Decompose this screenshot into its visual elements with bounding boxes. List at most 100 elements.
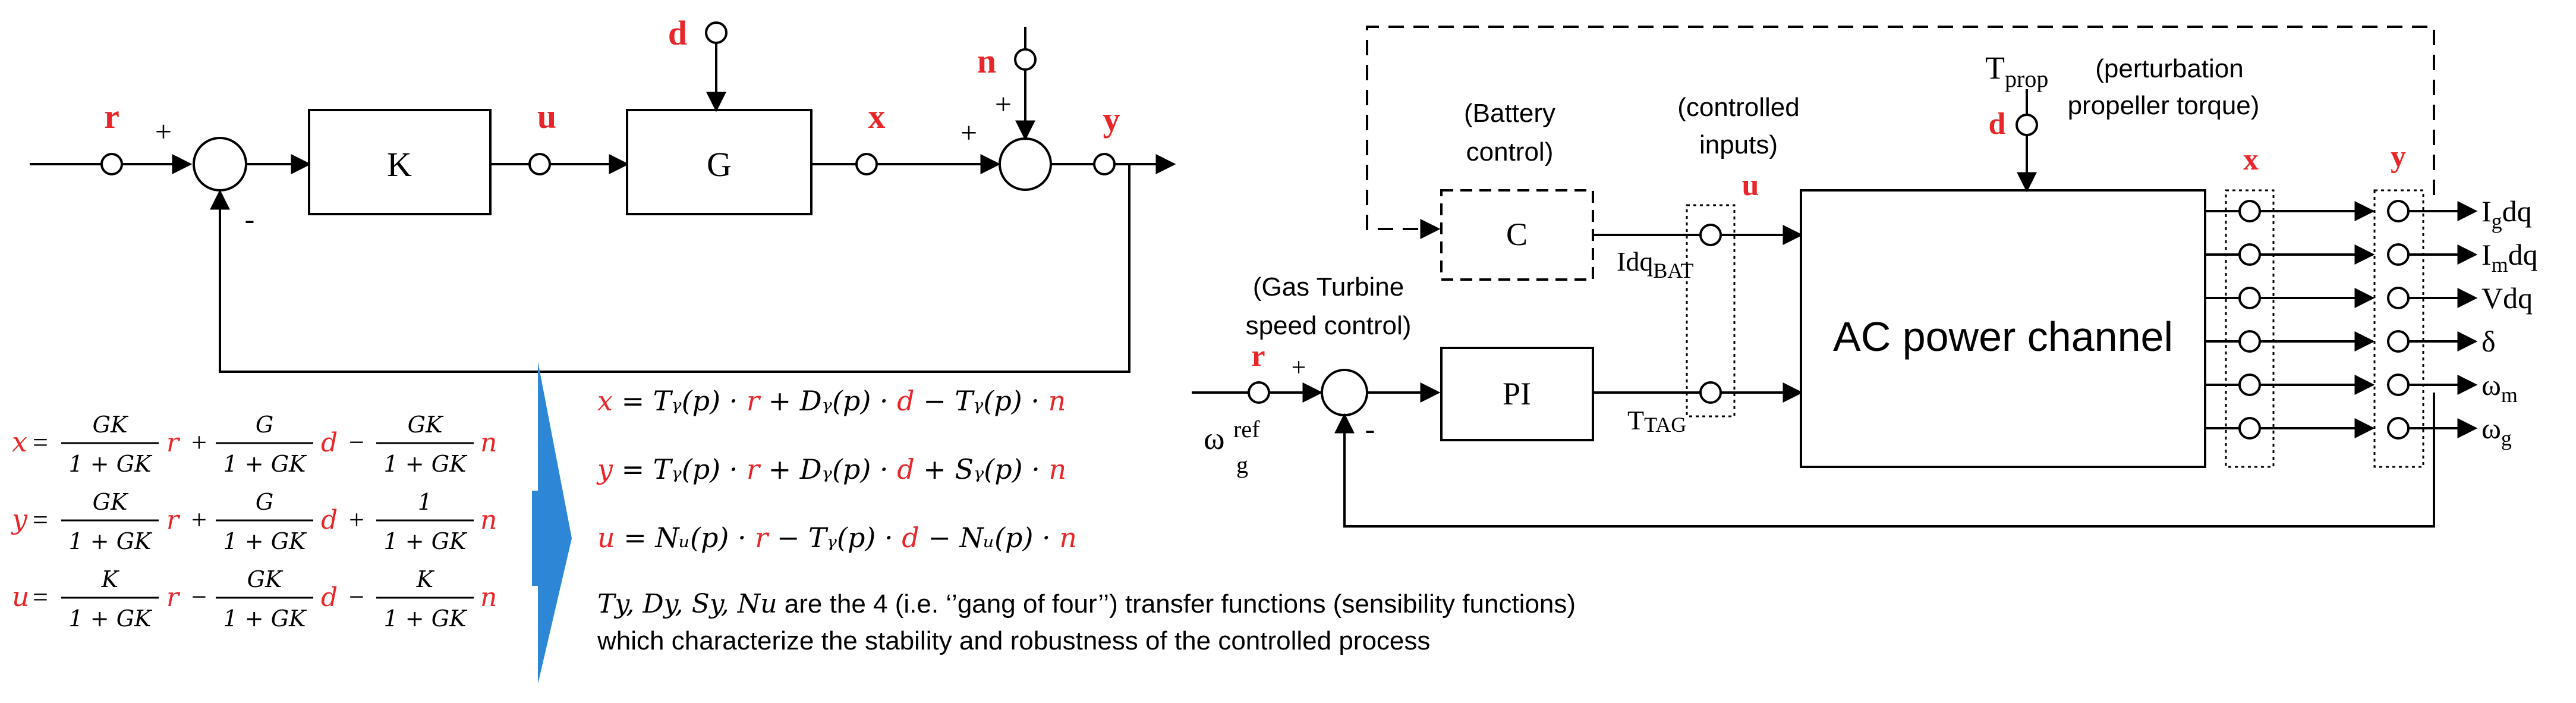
gang-equation-part: = Nᵤ(p) · xyxy=(615,522,755,554)
gang-equation-part: − Tᵧ(p) · xyxy=(768,522,902,554)
idq-main: Idq xyxy=(1617,246,1653,277)
output-label: Imdq xyxy=(2481,238,2538,277)
gang-note-symbols: Ty, Dy, Sy, Nu xyxy=(597,589,777,619)
summing-junction-2 xyxy=(999,137,1052,191)
tprop-t: T xyxy=(1985,50,2005,86)
output-label: ωg xyxy=(2481,412,2512,450)
gang-equation-part: + Sᵧ(p) · xyxy=(915,453,1049,485)
y-outputs-box xyxy=(2373,189,2424,468)
sum1-minus-sign: - xyxy=(245,202,255,236)
speed-feedback-path xyxy=(1334,393,2435,528)
output-row: ωm xyxy=(2205,368,2518,407)
gang-equation-part: r xyxy=(747,453,761,485)
equation-operator: + xyxy=(191,504,207,535)
output-label: Vdq xyxy=(2481,281,2533,315)
gang-equation-part: d xyxy=(902,522,919,554)
gang-equation: x = Tᵧ(p) · r + Dᵧ(p) · d − Tᵧ(p) · n xyxy=(597,385,1066,417)
gang-equation-var: y xyxy=(596,453,613,485)
tprop-desc-2: propeller torque) xyxy=(2068,91,2260,120)
equation-signal: r xyxy=(166,428,181,458)
gas-label-2: speed control) xyxy=(1246,311,1412,340)
gas-label-1: (Gas Turbine xyxy=(1253,272,1404,302)
gang-equation-part: r xyxy=(755,522,770,554)
controlled-label-2: inputs) xyxy=(1699,130,1778,159)
block-c-label: C xyxy=(1506,216,1528,252)
ref-sub: g xyxy=(1236,451,1248,478)
gang-equation-part: r xyxy=(747,385,761,417)
state-node-x xyxy=(2238,200,2261,222)
implication-arrow xyxy=(532,362,572,684)
block-ac-power-channel xyxy=(1800,189,2206,468)
fraction-numerator: GK xyxy=(408,412,444,438)
gang-of-four-equations: x = Tᵧ(p) · r + Dᵧ(p) · d − Tᵧ(p) · n y =… xyxy=(596,385,1077,554)
output-label-main: ω xyxy=(2481,368,2501,401)
fraction-numerator: K xyxy=(416,566,435,592)
battery-label-1: (Battery xyxy=(1464,99,1555,128)
fraction-numerator: G xyxy=(256,489,273,515)
output-node-y xyxy=(2387,330,2410,353)
block-k-label: K xyxy=(387,145,412,184)
equation-signal: n xyxy=(480,505,497,535)
ttag-label: TTAG xyxy=(1627,405,1686,437)
output-label-main: I xyxy=(2481,194,2492,228)
signal-node-r xyxy=(100,153,123,175)
sum3-plus-sign: + xyxy=(1292,353,1306,382)
equation-equals: = xyxy=(33,427,48,457)
equation-lhs-var: u xyxy=(12,580,30,613)
output-label: ωm xyxy=(2481,368,2518,407)
output-label: δ xyxy=(2481,325,2496,358)
sum2-plus-left-sign: + xyxy=(961,116,977,149)
node-u-idq xyxy=(1699,224,1722,246)
fraction-numerator: K xyxy=(101,566,120,592)
gang-equation-part: − Tᵧ(p) · xyxy=(915,385,1048,417)
gang-equation: y = Tᵧ(p) · r + Dᵧ(p) · d + Sᵧ(p) · n xyxy=(596,453,1066,485)
label-x: x xyxy=(868,97,886,136)
fraction-numerator: G xyxy=(256,412,273,438)
output-label-main: Vdq xyxy=(2481,281,2533,315)
state-node-x xyxy=(2238,374,2261,396)
gang-note-text: are the 4 (i.e. ‘’gang of four’’) transf… xyxy=(777,589,1576,619)
fraction-numerator: GK xyxy=(93,489,129,515)
output-label-tail: dq xyxy=(2502,194,2532,228)
gang-equation-part: − Nᵤ(p) · xyxy=(919,522,1060,554)
equation-signal: r xyxy=(166,582,181,613)
gang-equation-var: u xyxy=(597,522,615,554)
label-u: u xyxy=(537,97,556,136)
label-r: r xyxy=(104,97,119,136)
gang-equation-part: + Dᵧ(p) · xyxy=(760,453,897,485)
equation-signal: n xyxy=(480,582,497,613)
block-pi-label: PI xyxy=(1503,376,1531,412)
gang-equation-part: d xyxy=(897,385,914,417)
node-d-tprop xyxy=(2016,114,2038,136)
output-label-main: I xyxy=(2481,238,2492,271)
fraction-denominator: 1 + GK xyxy=(223,528,308,554)
sum1-plus-sign: + xyxy=(155,115,172,148)
block-g xyxy=(626,109,813,215)
gang-note-line2: which characterize the stability and rob… xyxy=(597,626,1430,655)
block-ac-label: AC power channel xyxy=(1833,313,2173,360)
equation-lhs-var: y xyxy=(11,503,28,535)
block-k xyxy=(308,109,492,215)
output-label-main: ω xyxy=(2481,412,2501,445)
gang-equation-part: = Tᵧ(p) · xyxy=(613,385,747,417)
fraction-denominator: 1 + GK xyxy=(384,451,468,477)
idq-sub: BAT xyxy=(1653,259,1693,283)
fraction-numerator: GK xyxy=(247,566,284,592)
equation-operator: + xyxy=(191,427,207,457)
tprop-label: Tprop xyxy=(1985,50,2048,92)
output-row: ωg xyxy=(2205,412,2512,450)
output-label-sub: m xyxy=(2501,383,2518,407)
equation-operator: − xyxy=(191,582,207,612)
signal-node-y xyxy=(1093,153,1116,175)
fraction-denominator: 1 + GK xyxy=(223,605,308,632)
output-label-sub: m xyxy=(2492,253,2508,277)
sum2-plus-top-sign: + xyxy=(995,87,1012,121)
output-label: Igdq xyxy=(2481,194,2532,233)
node-r-ref xyxy=(1248,381,1270,404)
sum3-minus-sign: - xyxy=(1365,412,1375,445)
label-r-right: r xyxy=(1251,339,1265,373)
label-y: y xyxy=(1103,100,1120,139)
state-node-x xyxy=(2238,287,2261,309)
label-x-right: x xyxy=(2243,143,2259,177)
